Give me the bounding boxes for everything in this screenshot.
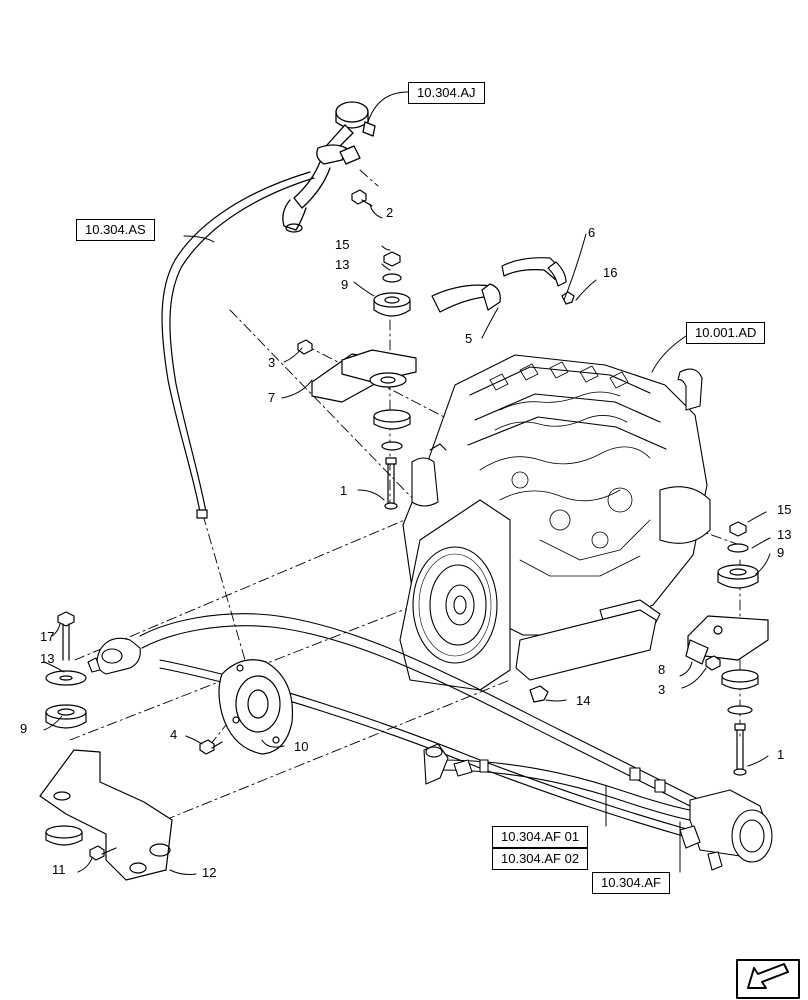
callout-6: 6 xyxy=(588,225,596,240)
engine-mount-left xyxy=(297,251,417,510)
callout-15-left: 15 xyxy=(335,237,350,252)
callout-13-front: 13 xyxy=(40,651,55,666)
callout-9-front: 9 xyxy=(20,721,28,736)
ref-box-10-304-af[interactable]: 10.304.AF xyxy=(592,872,670,894)
ref-box-10-001-ad[interactable]: 10.001.AD xyxy=(686,322,766,344)
callout-10: 10 xyxy=(294,739,309,754)
callout-9-right: 9 xyxy=(777,545,785,560)
ref-box-10-304-as[interactable]: 10.304.AS xyxy=(76,219,155,241)
callout-9-left: 9 xyxy=(341,277,349,292)
engine-assembly xyxy=(399,354,711,691)
hose-5 xyxy=(431,283,501,313)
callout-14: 14 xyxy=(576,693,591,708)
callout-7: 7 xyxy=(268,390,276,405)
callout-13-left: 13 xyxy=(335,257,350,272)
bolt-2 xyxy=(351,189,373,207)
callout-4: 4 xyxy=(170,727,178,742)
ref-box-10-304-aj[interactable]: 10.304.AJ xyxy=(408,82,485,104)
next-page-arrow-icon xyxy=(736,959,800,999)
dipstick-tube xyxy=(161,171,315,519)
leader-lines xyxy=(43,91,771,875)
oil-filler-tube xyxy=(282,101,376,233)
callout-13-right: 13 xyxy=(777,527,792,542)
callout-11: 11 xyxy=(52,862,66,877)
hose-6 xyxy=(501,257,567,287)
clip-16 xyxy=(561,291,575,305)
callout-16: 16 xyxy=(603,265,618,280)
coupling-plate-10 xyxy=(218,659,294,755)
callout-12: 12 xyxy=(202,865,217,880)
callout-15-right: 15 xyxy=(777,502,792,517)
engine-mount-right xyxy=(685,521,769,776)
callout-1-left: 1 xyxy=(340,483,348,498)
front-mount xyxy=(39,611,173,881)
callout-3-left: 3 xyxy=(268,355,276,370)
callout-2: 2 xyxy=(386,205,394,220)
ref-box-10-304-af-02[interactable]: 10.304.AF 02 xyxy=(492,848,589,870)
callout-8: 8 xyxy=(658,662,666,677)
ref-box-10-304-af-01[interactable]: 10.304.AF 01 xyxy=(492,826,589,848)
callout-17: 17 xyxy=(40,629,55,644)
lower-hoses xyxy=(87,613,773,871)
callout-5: 5 xyxy=(465,331,473,346)
fitting-14 xyxy=(529,685,549,703)
bolt-4 xyxy=(199,739,223,755)
callout-1-right: 1 xyxy=(777,747,785,762)
callout-3-right: 3 xyxy=(658,682,666,697)
